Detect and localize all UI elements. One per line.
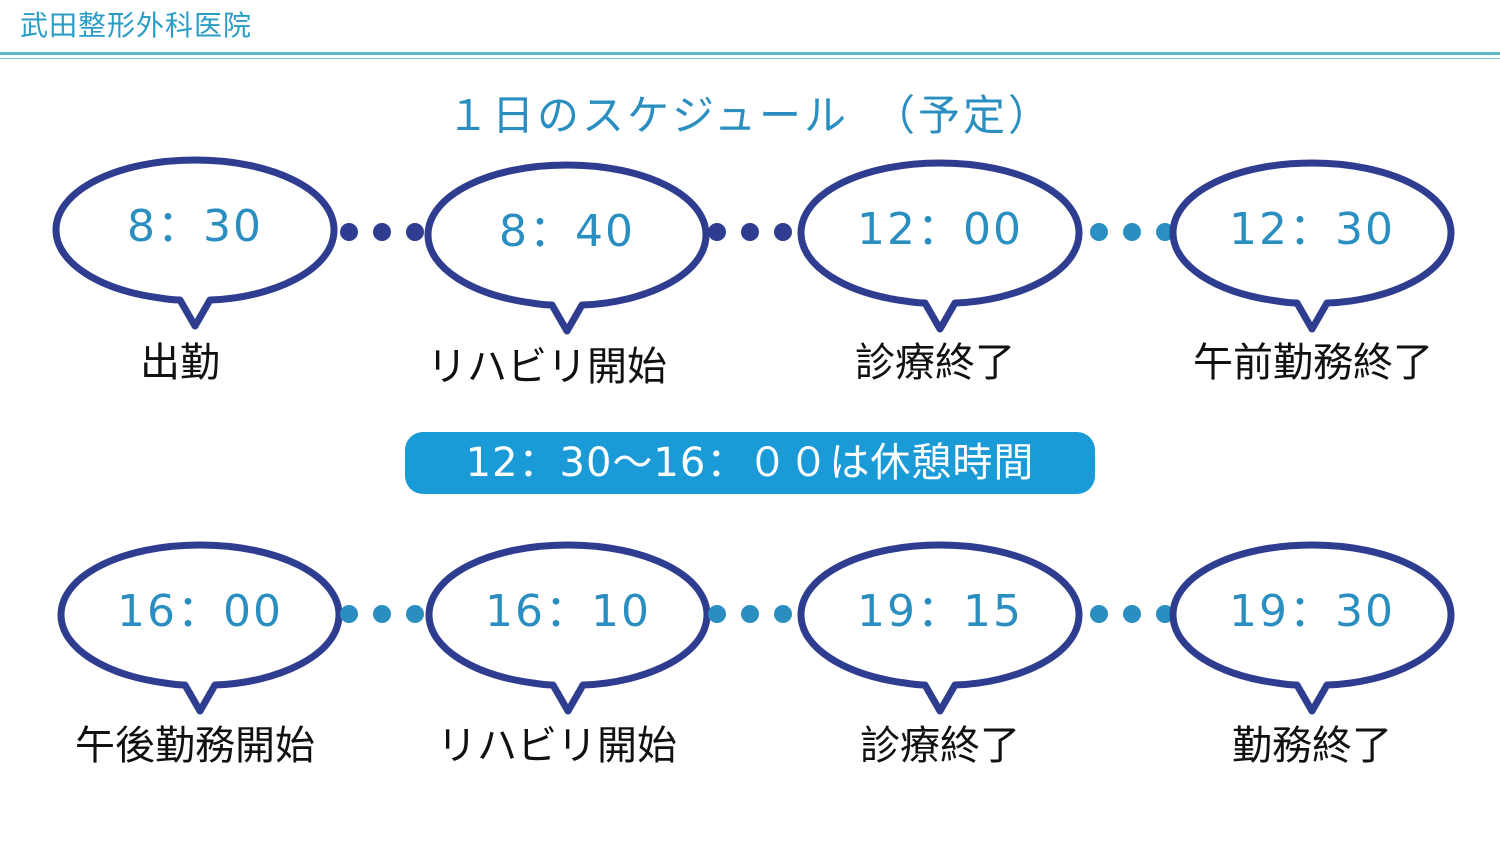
time-value: 19：30 — [1229, 586, 1395, 637]
connector-dots — [708, 223, 798, 243]
connector-dots — [340, 605, 430, 625]
speech-bubble-shape — [797, 541, 1083, 715]
connector-dots — [1090, 223, 1180, 243]
time-value: 12：00 — [857, 204, 1023, 255]
time-bubble: 8：40 — [422, 155, 712, 335]
header-divider — [0, 52, 1500, 55]
time-value: 19：15 — [857, 586, 1023, 637]
time-bubble: 16：00 — [55, 535, 345, 715]
time-bubble: 12：30 — [1167, 153, 1457, 333]
time-value: 12：30 — [1229, 204, 1395, 255]
event-label: 勤務終了 — [1232, 723, 1392, 769]
event-label: 午後勤務開始 — [75, 723, 315, 769]
time-value: 16：10 — [485, 586, 651, 637]
event-label: リハビリ開始 — [427, 344, 667, 390]
time-bubble: 19：15 — [795, 535, 1085, 715]
header-divider-thin — [0, 58, 1500, 59]
speech-bubble-shape — [57, 541, 343, 715]
time-value: 8：30 — [127, 201, 263, 252]
event-label: 出勤 — [140, 340, 220, 386]
connector-dots — [340, 223, 430, 243]
speech-bubble-shape — [1169, 159, 1455, 333]
speech-bubble-shape — [52, 156, 338, 330]
event-label: 診療終了 — [855, 340, 1015, 386]
time-bubble: 8：30 — [50, 150, 340, 330]
speech-bubble-shape — [797, 159, 1083, 333]
time-value: 8：40 — [499, 206, 635, 257]
speech-bubble-shape — [425, 541, 711, 715]
time-value: 16：00 — [117, 586, 283, 637]
time-bubble: 12：00 — [795, 153, 1085, 333]
time-bubble: 16：10 — [423, 535, 713, 715]
time-bubble: 19：30 — [1167, 535, 1457, 715]
page-title: １日のスケジュール （予定） — [446, 91, 1054, 140]
connector-dots — [1090, 605, 1180, 625]
clinic-name: 武田整形外科医院 — [20, 9, 253, 42]
event-label: 診療終了 — [860, 723, 1020, 769]
event-label: リハビリ開始 — [437, 723, 677, 769]
speech-bubble-shape — [424, 161, 710, 335]
connector-dots — [708, 605, 798, 625]
speech-bubble-shape — [1169, 541, 1455, 715]
break-banner: 12：30～16：００は休憩時間 — [405, 432, 1095, 494]
event-label: 午前勤務終了 — [1193, 340, 1433, 386]
